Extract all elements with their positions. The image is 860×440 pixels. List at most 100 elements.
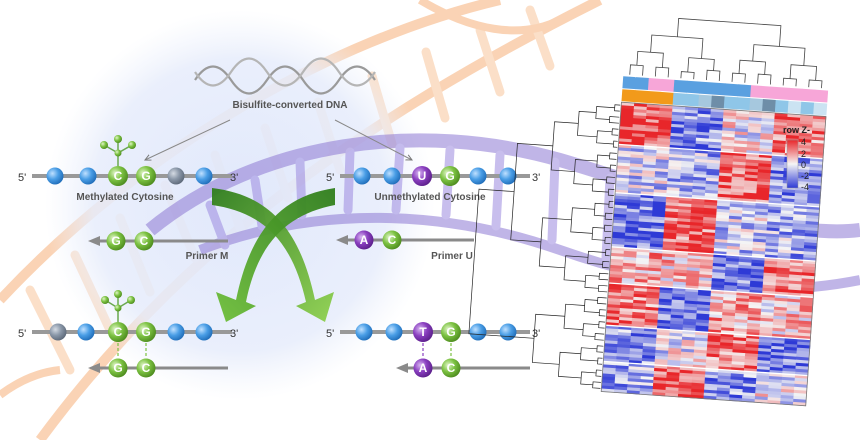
dendrogram-branch — [612, 140, 618, 148]
heatmap-cell — [778, 237, 793, 242]
heatmap-cell — [735, 306, 749, 312]
base-letter: G — [141, 325, 150, 339]
heatmap-cell — [811, 130, 826, 135]
dendrogram-branch — [598, 321, 606, 329]
heatmap-cell — [730, 379, 744, 384]
heatmap-cell — [745, 162, 759, 167]
annotation-cell — [749, 98, 764, 112]
annotation-cell — [711, 82, 726, 96]
annotation-cell — [621, 89, 636, 103]
heatmap-cell — [640, 373, 655, 378]
heatmap-cell — [607, 298, 621, 303]
heatmap-cell — [791, 238, 805, 243]
heatmap-cell — [763, 272, 777, 277]
heatmap-cell — [648, 264, 662, 269]
base-letter: G — [446, 325, 455, 339]
annotation-cell — [634, 90, 649, 104]
heatmap-cell — [796, 165, 810, 171]
heatmap-cell — [668, 338, 683, 344]
heatmap-cell — [673, 266, 688, 271]
heatmap-cell — [617, 153, 632, 158]
heatmap-figure — [468, 18, 829, 407]
dendrogram-branch — [582, 323, 599, 337]
dendrogram-branch — [563, 303, 585, 330]
primer-u-label: Primer U — [431, 251, 473, 262]
u-base — [412, 166, 432, 186]
heatmap-cell — [633, 299, 647, 305]
base-letter: G — [141, 169, 150, 183]
base-letter: G — [111, 234, 120, 248]
heatmap-cells — [600, 101, 827, 407]
heatmap-cell — [737, 270, 752, 276]
dendrogram-branch — [629, 64, 644, 76]
heatmap-cell — [748, 307, 762, 313]
heatmap-cell — [679, 375, 693, 381]
heatmap-cell — [794, 383, 808, 389]
annotation-cell — [672, 92, 687, 106]
base-letter: U — [418, 169, 427, 183]
dendrogram-branch — [609, 152, 617, 160]
five-prime-label: 5' — [326, 172, 334, 184]
arrow-to-methylated — [145, 119, 231, 160]
dendrogram-branch — [752, 44, 806, 66]
heatmap-cell — [622, 262, 637, 268]
five-prime-label: 5' — [18, 328, 26, 340]
heatmap-cell — [804, 239, 818, 244]
nucleotide — [79, 167, 97, 185]
dendrogram-branch — [598, 309, 606, 317]
dendrogram-branch — [468, 188, 535, 339]
annotation-cell — [660, 78, 675, 92]
nucleotide — [167, 167, 185, 185]
heatmap-cell — [750, 271, 765, 277]
heatmap-cell — [689, 231, 703, 236]
dendrogram-branch — [594, 333, 605, 341]
heatmap-border — [600, 101, 827, 407]
dendrogram-branch — [808, 79, 823, 89]
legend-tick: 4 — [801, 137, 806, 147]
primer-u: A C — [336, 230, 474, 250]
annotation-cell — [659, 91, 674, 105]
annotation-cell — [762, 86, 778, 99]
heatmap-cell — [755, 381, 770, 386]
heatmap-cell — [799, 311, 813, 316]
nucleotide — [499, 167, 517, 185]
dendrogram-branch — [608, 116, 620, 124]
base-letter: C — [142, 361, 151, 375]
heatmap-cell — [809, 166, 823, 172]
heatmap-cell — [758, 163, 772, 168]
methyl-group-icon — [101, 290, 135, 322]
methylated-label: Methylated Cytosine — [76, 192, 174, 203]
dendrogram-branch — [757, 73, 772, 85]
heatmap-cell — [632, 118, 647, 123]
dendrogram-branch — [573, 159, 598, 186]
heatmap-cell — [758, 344, 772, 350]
heatmap-cell — [656, 337, 670, 343]
heatmap-cell — [714, 232, 729, 238]
legend-tick: -2 — [801, 171, 809, 181]
heatmap-cell — [694, 340, 708, 345]
base-letter: G — [113, 361, 122, 375]
heatmap-cell — [620, 117, 634, 122]
dendrogram-branch — [510, 142, 553, 243]
nucleotide — [353, 167, 371, 185]
annotation-cell — [647, 91, 662, 104]
block-separator — [608, 282, 814, 298]
annotation-cell — [736, 97, 751, 111]
annotation-cell — [724, 83, 739, 97]
heatmap-cell — [776, 273, 790, 278]
dendrogram-branch — [597, 296, 607, 305]
annotation-cell — [635, 77, 650, 91]
primer-m: G C — [88, 231, 228, 251]
legend-tick: 0 — [801, 160, 806, 170]
dendrogram-branch — [595, 106, 615, 120]
base-letter: A — [419, 361, 428, 375]
heatmap-cell — [663, 229, 678, 234]
heatmap-cell — [727, 233, 741, 239]
five-prime-label: 5' — [18, 172, 26, 184]
heatmap-cell — [722, 306, 736, 311]
annotation-cell — [801, 88, 816, 102]
nucleotide — [469, 167, 487, 185]
heatmap-legend: row Z- 4 2 0 -2 -4 — [783, 125, 810, 192]
heatmap-cell — [786, 310, 800, 315]
annotation-cell — [647, 78, 662, 91]
